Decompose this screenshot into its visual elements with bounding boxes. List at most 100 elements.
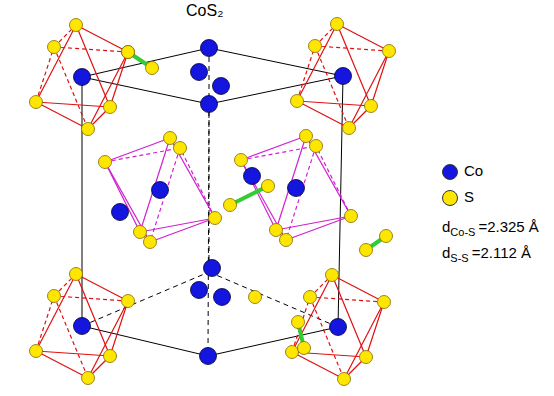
s-atom bbox=[134, 226, 147, 239]
cell-edge bbox=[82, 77, 209, 104]
distance-subscript: Co-S bbox=[450, 226, 475, 238]
octahedron-edge bbox=[54, 47, 128, 52]
s-atom bbox=[270, 224, 283, 237]
octahedron-edge bbox=[36, 351, 110, 356]
cell-edge bbox=[82, 272, 209, 326]
distance-subscript: S-S bbox=[450, 252, 468, 264]
octahedron-edge bbox=[292, 275, 332, 352]
s-atom bbox=[300, 130, 313, 143]
cell-edge bbox=[82, 48, 209, 77]
co-octahedron bbox=[292, 275, 384, 379]
distance-label: dS-S =2.112 Å bbox=[442, 244, 531, 261]
octahedron-edge bbox=[105, 162, 150, 242]
cell-edge bbox=[208, 327, 338, 356]
distance-symbol: d bbox=[442, 244, 450, 261]
co-atom bbox=[152, 182, 169, 199]
co-atom bbox=[74, 69, 91, 86]
s-atom bbox=[82, 123, 95, 136]
octahedron-edge bbox=[241, 160, 286, 240]
s-atom bbox=[383, 45, 396, 58]
co-atom bbox=[112, 204, 129, 221]
octahedron-edge bbox=[315, 46, 389, 51]
s-atom bbox=[380, 230, 393, 243]
co-atom bbox=[200, 348, 217, 365]
s-atom bbox=[146, 62, 159, 75]
s-atom bbox=[286, 346, 299, 359]
octahedron-edge bbox=[286, 216, 351, 240]
octahedron-edge bbox=[241, 136, 306, 160]
co-atom bbox=[191, 282, 208, 299]
octahedron-edge bbox=[140, 138, 170, 232]
octahedron-edge bbox=[140, 218, 215, 232]
s-atom bbox=[209, 212, 222, 225]
co-atom bbox=[335, 68, 352, 85]
co-atom bbox=[288, 180, 305, 197]
s-atom bbox=[345, 210, 358, 223]
octahedron-edge bbox=[292, 352, 344, 379]
octahedron-edge bbox=[310, 297, 384, 302]
s-atom bbox=[338, 373, 351, 386]
octahedron-edge bbox=[306, 136, 351, 216]
octahedron-edge bbox=[36, 47, 54, 102]
octahedron-edge bbox=[76, 274, 128, 301]
co-atom bbox=[74, 318, 91, 335]
co-atom bbox=[204, 260, 221, 277]
octahedron-edge bbox=[76, 25, 110, 107]
s-atom bbox=[365, 100, 378, 113]
title: CoS₂ bbox=[186, 2, 223, 20]
octahedron-edge bbox=[76, 25, 128, 52]
octahedron-edge bbox=[105, 148, 180, 162]
octahedron-edge bbox=[310, 297, 344, 379]
s-atom bbox=[331, 18, 344, 31]
octahedron-edge bbox=[297, 24, 337, 101]
co-atom bbox=[191, 64, 208, 81]
s-atom bbox=[292, 316, 305, 329]
octahedron-edge bbox=[337, 24, 389, 51]
octahedron-edge bbox=[286, 146, 316, 240]
octahedron-edge bbox=[110, 52, 128, 107]
octahedron-edge bbox=[54, 296, 88, 378]
octahedron-edge bbox=[54, 47, 88, 129]
octahedron-edge bbox=[315, 46, 349, 128]
s-atom bbox=[48, 41, 61, 54]
s-atom bbox=[122, 46, 135, 59]
distance-value: =2.112 Å bbox=[472, 244, 531, 261]
co-octahedron bbox=[36, 274, 128, 378]
co-atom bbox=[214, 289, 231, 306]
co-atom bbox=[201, 40, 218, 57]
s-atom bbox=[122, 46, 135, 59]
s-atom bbox=[291, 95, 304, 108]
distance-value: =2.325 Å bbox=[478, 218, 538, 235]
octahedron-edge bbox=[54, 296, 128, 301]
legend-swatch bbox=[442, 164, 458, 180]
octahedron-edge bbox=[241, 146, 316, 160]
octahedron-edge bbox=[337, 24, 371, 106]
s-atom bbox=[104, 350, 117, 363]
s-atom bbox=[360, 351, 373, 364]
s-atom bbox=[70, 268, 83, 281]
s-atom bbox=[104, 101, 117, 114]
octahedron-edge bbox=[276, 136, 306, 230]
s-atom bbox=[309, 40, 322, 53]
s-atom bbox=[280, 234, 293, 247]
s-atom bbox=[144, 236, 157, 249]
s-atom bbox=[164, 132, 177, 145]
s-atom bbox=[310, 140, 323, 153]
s-atom bbox=[174, 142, 187, 155]
s-atom bbox=[304, 291, 317, 304]
octahedron-edge bbox=[332, 275, 366, 357]
octahedron-edge bbox=[276, 216, 351, 230]
s-atom bbox=[298, 342, 311, 355]
cell-edge bbox=[82, 326, 208, 356]
octahedron-edge bbox=[76, 274, 110, 356]
co-atom bbox=[330, 319, 347, 336]
legend-text: Co bbox=[464, 163, 483, 180]
s-atom bbox=[224, 199, 237, 212]
octahedron-edge bbox=[344, 302, 384, 379]
octahedron-edge bbox=[105, 138, 170, 162]
s-atom bbox=[235, 154, 248, 167]
s-atom bbox=[48, 290, 61, 303]
octahedron-edge bbox=[150, 148, 180, 242]
octahedron-edge bbox=[297, 101, 371, 106]
s-atom bbox=[122, 295, 135, 308]
